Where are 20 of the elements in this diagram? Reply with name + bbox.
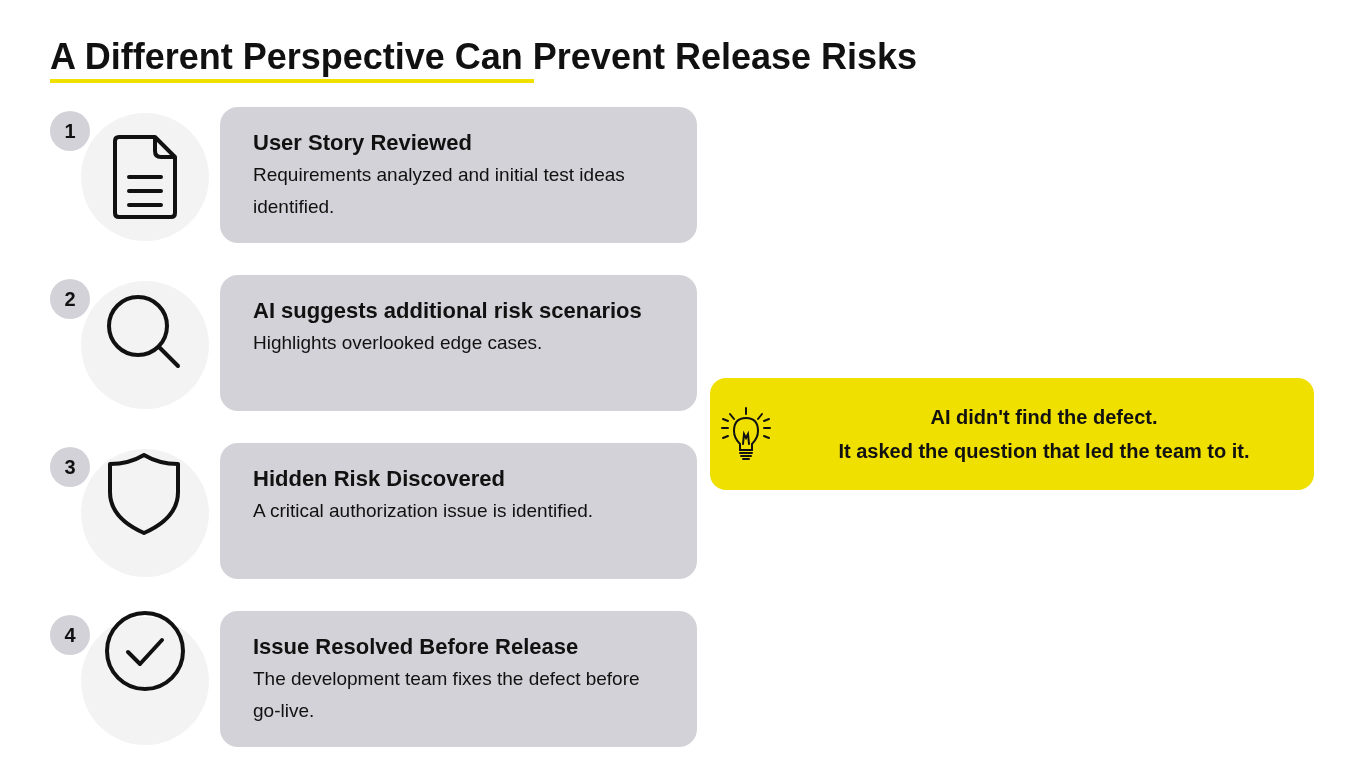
title: A Different Perspective Can Prevent Release Risks [50, 35, 918, 79]
step-number-badge: 3 [50, 447, 90, 487]
step-description: A critical authorization issue is identified. [253, 499, 595, 523]
callout-box [710, 378, 1314, 490]
callout-text: AI didn't find the defect. [930, 405, 1158, 430]
step-heading: Hidden Risk Discovered [253, 465, 506, 493]
step-heading: User Story Reviewed [253, 129, 473, 157]
step-card [220, 275, 697, 411]
step-number-badge: 2 [50, 279, 90, 319]
step-description: Highlights overlooked edge cases. [253, 331, 544, 355]
step-card [220, 107, 697, 243]
callout-text: It asked the question that led the team to it. [838, 439, 1250, 464]
step-card [220, 611, 697, 747]
step-number-badge: 1 [50, 111, 90, 151]
step-description: Requirements analyzed and initial test ideas identified. [253, 163, 626, 219]
step-description: The development team fixes the defect before go-live. [253, 667, 641, 723]
step-heading: Issue Resolved Before Release [253, 633, 580, 661]
step-number-badge: 4 [50, 615, 90, 655]
step-heading: AI suggests additional risk scenarios [253, 297, 643, 325]
step-card [220, 443, 697, 579]
